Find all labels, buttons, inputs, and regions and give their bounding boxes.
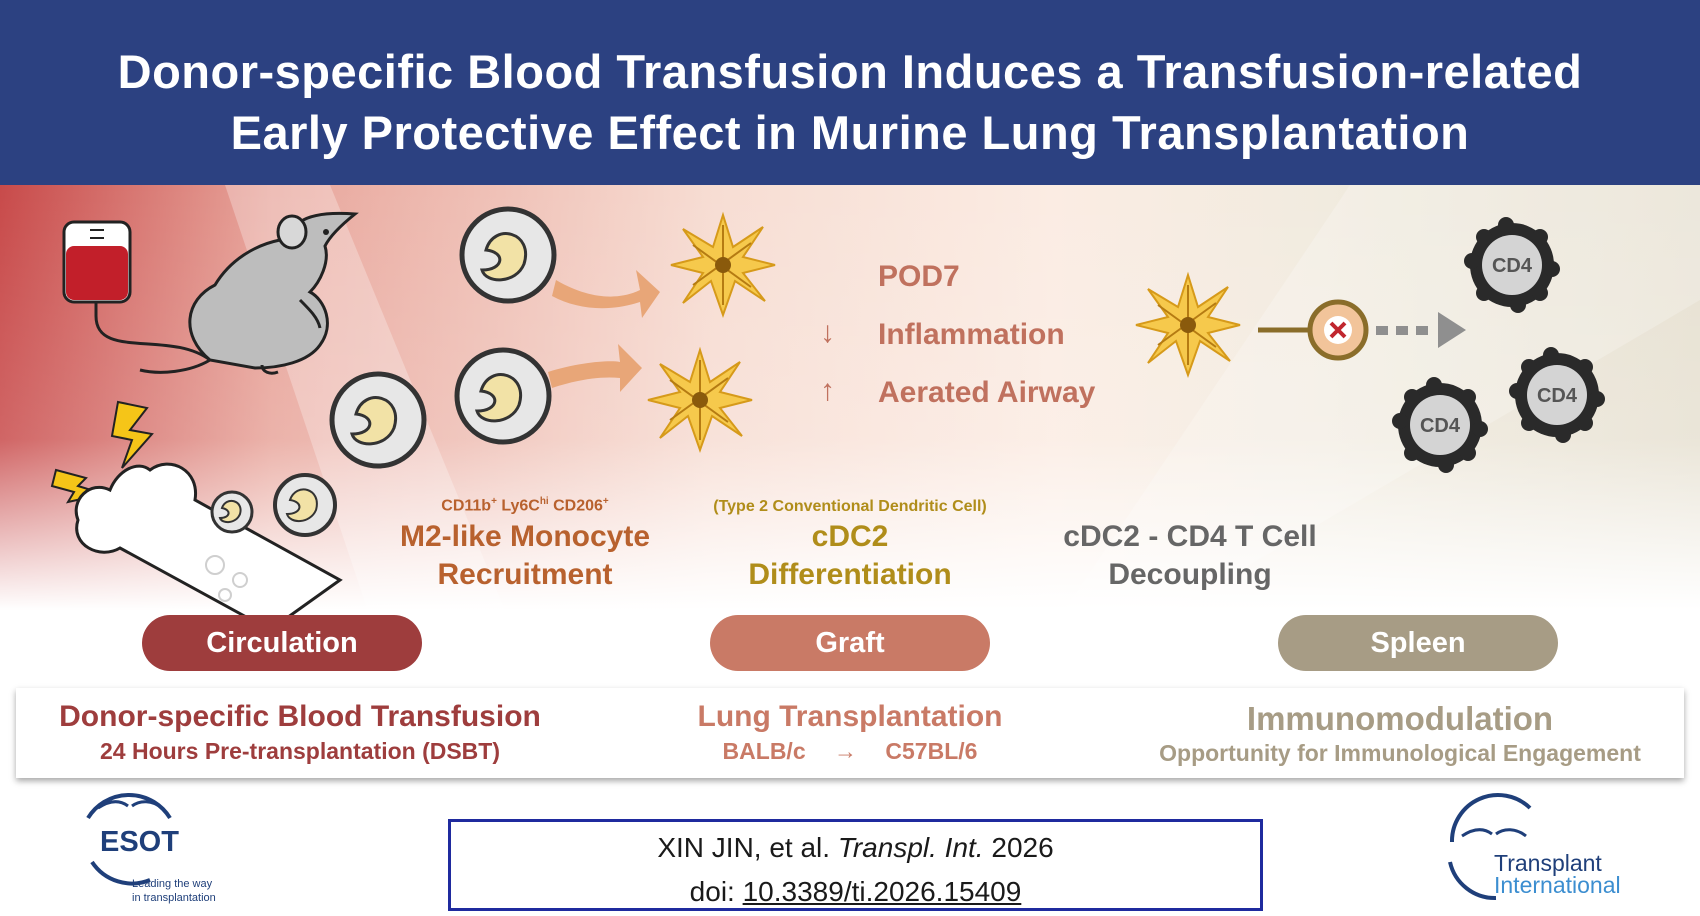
doi-link[interactable]: 10.3389/ti.2026.15409 (742, 876, 1022, 907)
dsbt-title: Donor-specific Blood Transfusion (59, 700, 541, 733)
cd4-label: CD4 (1536, 385, 1577, 407)
blocked-interaction-icon (1307, 299, 1369, 361)
dendritic-cell (647, 346, 753, 454)
immunomodulation-subtitle: Opportunity for Immunological Engagement (1159, 740, 1641, 766)
monocyte-cell (273, 473, 337, 537)
transplant-international-logo (1448, 793, 1532, 901)
strain-row: BALB/c → C57BL/6 (600, 738, 1100, 765)
title-line-2: Early Protective Effect in Murine Lung T… (230, 106, 1470, 159)
monocyte-cell (329, 371, 427, 469)
dendritic-cell (1135, 271, 1241, 379)
monocyte-cell (210, 490, 254, 534)
ti-logo-line-1: Transplant (1494, 850, 1602, 876)
esot-tagline-1: Leading the way (132, 878, 213, 890)
dotted-arrow-icon (1376, 312, 1466, 348)
citation-line-2: doi: 10.3389/ti.2026.15409 (451, 876, 1260, 908)
donor-strain: BALB/c (722, 738, 806, 764)
monocyte-heading-line-1: M2-like Monocyte (399, 520, 651, 553)
monocyte-heading-line-2: Recruitment (437, 558, 613, 591)
spleen-pill: Spleen (1278, 615, 1558, 671)
differentiation-arrow-icon (552, 270, 660, 318)
monocyte-cell (459, 206, 557, 304)
circulation-pill: Circulation (142, 615, 422, 671)
cdc2-heading-line-2: Differentiation (748, 558, 952, 591)
doi-label: doi: (689, 876, 743, 907)
ti-logo-line-2: International (1494, 872, 1621, 898)
citation-box: XIN JIN, et al. Transpl. Int. 2026 doi: … (448, 819, 1263, 911)
monocyte-cell (454, 347, 552, 445)
pod7-label: POD7 (878, 260, 960, 293)
cd4-label: CD4 (1419, 415, 1460, 437)
title-line-1: Donor-specific Blood Transfusion Induces… (117, 45, 1583, 98)
recipient-strain: C57BL/6 (885, 738, 978, 764)
up-arrow-icon: ↑ (820, 374, 835, 407)
decoupling-heading-line-2: Decoupling (1108, 558, 1272, 591)
immunomodulation-title: Immunomodulation (1246, 700, 1554, 737)
lightning-icon (110, 400, 154, 469)
cdc2-heading-line-1: cDC2 (811, 520, 889, 553)
decoupling-heading-line-1: cDC2 - CD4 T Cell (1063, 520, 1317, 553)
inflammation-label: Inflammation (878, 318, 1065, 351)
graft-pill: Graft (710, 615, 990, 671)
right-arrow-icon: → (834, 738, 857, 764)
dsbt-subtitle: 24 Hours Pre-transplantation (DSBT) (100, 738, 500, 764)
cd4-t-cell (1509, 347, 1605, 443)
monocyte-marker: CD11b+ Ly6Chi CD206+ (441, 496, 609, 515)
esot-tagline-2: in transplantation (132, 892, 216, 904)
dendritic-cell (670, 211, 776, 319)
cdc2-note: (Type 2 Conventional Dendritic Cell) (713, 498, 987, 515)
title-banner: Donor-specific Blood Transfusion Induces… (0, 0, 1700, 185)
blood-bag-icon (62, 220, 211, 362)
citation-year: 2026 (983, 832, 1054, 863)
lung-tx-title: Lung Transplantation (697, 700, 1003, 733)
citation-line-1: XIN JIN, et al. Transpl. Int. 2026 (451, 832, 1260, 864)
down-arrow-icon: ↓ (820, 316, 835, 349)
summary-box (16, 688, 1684, 778)
cd4-label: CD4 (1491, 255, 1532, 277)
cd4-t-cell (1392, 377, 1488, 473)
mouse-icon (139, 211, 359, 375)
citation-journal: Transpl. Int. (837, 832, 984, 863)
citation-authors: XIN JIN, et al. (657, 832, 838, 863)
esot-logo (86, 792, 172, 886)
differentiation-arrow-icon (548, 344, 642, 392)
esot-name: ESOT (100, 826, 179, 858)
aerated-airway-label: Aerated Airway (878, 376, 1096, 409)
cd4-t-cell (1464, 217, 1560, 313)
